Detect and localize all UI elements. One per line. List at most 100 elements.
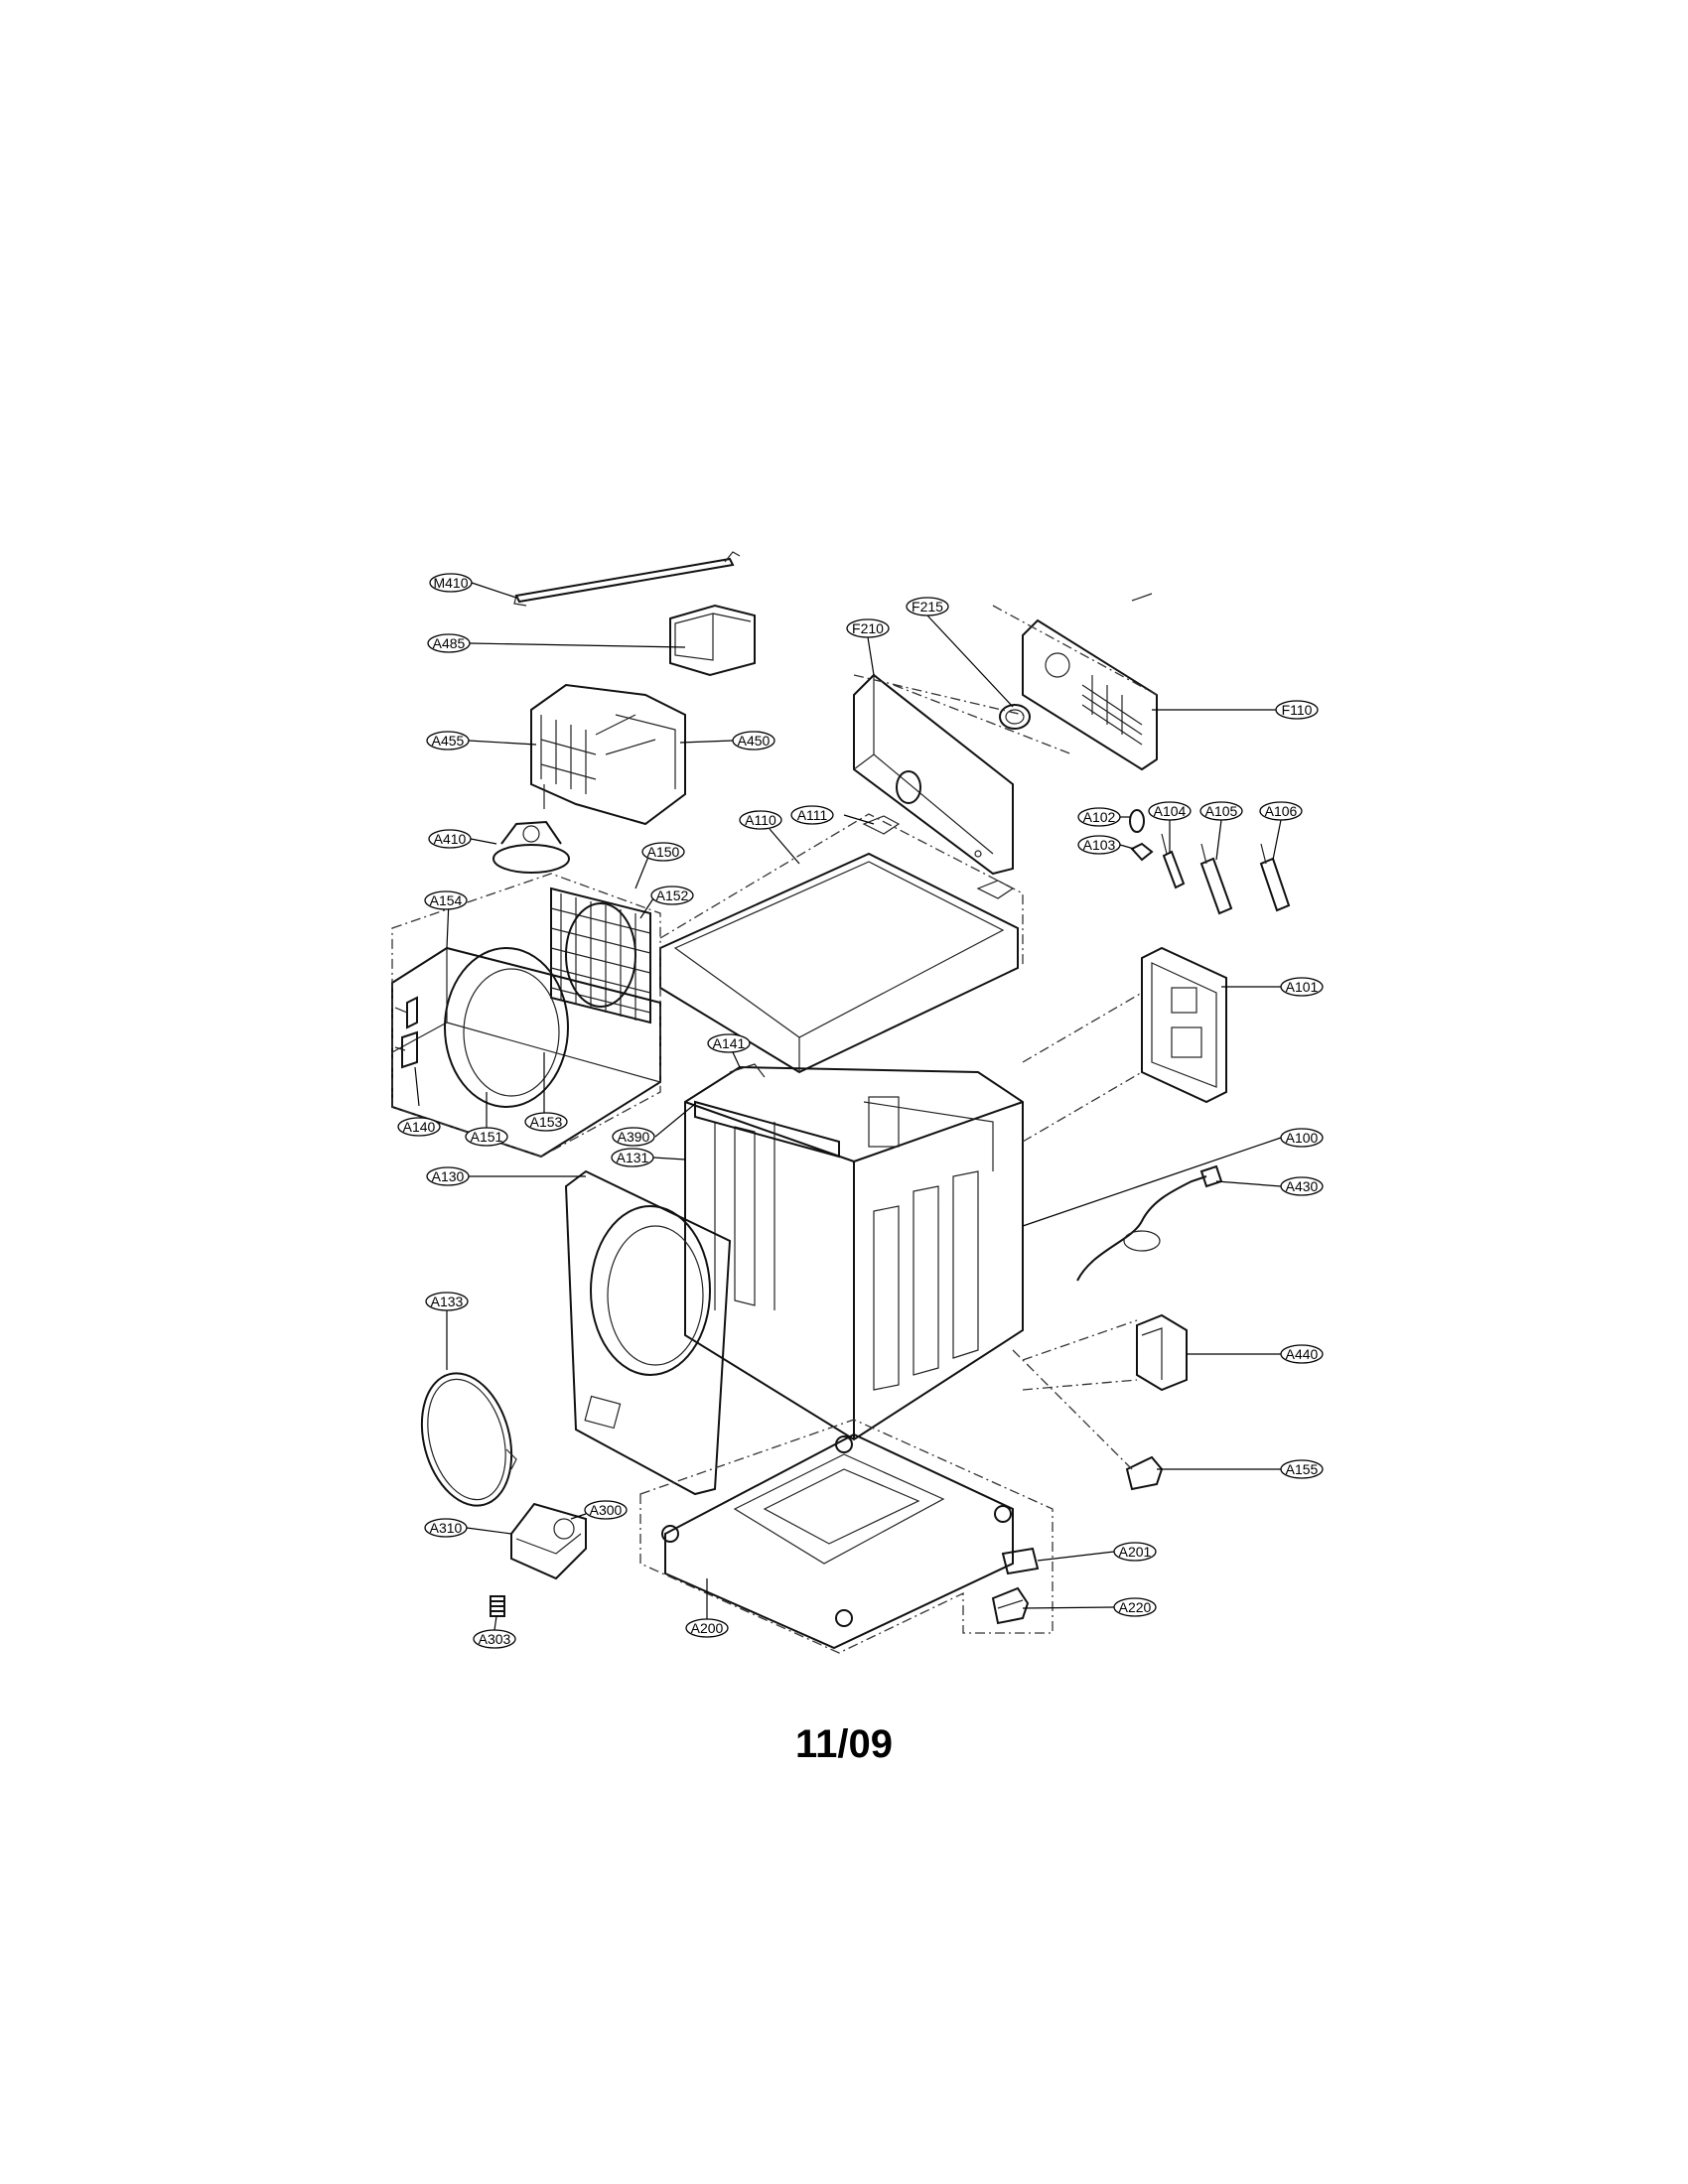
callout-a153: A153	[524, 1112, 568, 1132]
callout-label: A153	[530, 1114, 563, 1130]
callout-a102: A102	[1077, 807, 1121, 827]
part-a102-a106-small	[1129, 809, 1291, 915]
callout-label: A100	[1286, 1130, 1319, 1146]
callout-a430: A430	[1280, 1176, 1324, 1196]
callout-f110: F110	[1275, 700, 1319, 720]
part-a201-a220-feet	[991, 1547, 1040, 1625]
callout-a103: A103	[1077, 835, 1121, 855]
callout-label: A450	[738, 733, 771, 749]
callout-label: A150	[647, 844, 680, 860]
callout-label: A133	[431, 1294, 464, 1309]
callout-label: F215	[912, 599, 943, 614]
callout-a151: A151	[465, 1127, 508, 1147]
part-a300-box	[510, 1502, 587, 1580]
part-a101-panel	[1141, 946, 1227, 1104]
callout-a455: A455	[426, 731, 470, 751]
part-f210-control-panel	[853, 673, 1014, 876]
callout-a310: A310	[424, 1518, 468, 1538]
callout-label: A101	[1286, 979, 1319, 995]
part-a485-pcb	[669, 604, 756, 677]
callout-a111: A111	[790, 805, 834, 825]
callout-a220: A220	[1113, 1597, 1157, 1617]
part-a455-a450-housing	[530, 683, 686, 826]
part-m410-bracket	[513, 551, 741, 607]
callout-label: A110	[745, 812, 776, 828]
callout-label: A220	[1119, 1599, 1152, 1615]
part-a111-brackets	[862, 815, 1015, 899]
callout-a390: A390	[612, 1127, 655, 1147]
callout-label: A140	[403, 1119, 436, 1135]
callout-label: A103	[1083, 837, 1116, 853]
callout-label: F110	[1282, 702, 1313, 718]
callout-label: A200	[691, 1620, 724, 1636]
callout-a200: A200	[685, 1618, 729, 1638]
callout-a201: A201	[1113, 1542, 1157, 1562]
callout-label: A155	[1286, 1461, 1319, 1477]
callout-a450: A450	[732, 731, 775, 751]
callout-a104: A104	[1148, 801, 1192, 821]
callout-a141: A141	[707, 1033, 751, 1053]
callout-a100: A100	[1280, 1128, 1324, 1148]
callout-label: A410	[434, 831, 467, 847]
callout-label: A130	[432, 1168, 465, 1184]
part-a440-filter	[1136, 1313, 1188, 1392]
callout-label: A105	[1205, 803, 1238, 819]
callout-a485: A485	[427, 633, 471, 653]
part-a430-cord	[1076, 1164, 1223, 1282]
callout-a101: A101	[1280, 977, 1324, 997]
callout-a300: A300	[584, 1500, 628, 1520]
callout-label: A131	[617, 1150, 649, 1165]
callout-a150: A150	[641, 842, 685, 862]
callout-label: A152	[656, 887, 689, 903]
callout-label: A106	[1265, 803, 1298, 819]
callout-leaders	[414, 582, 1282, 1631]
callout-label: F210	[852, 620, 884, 636]
part-a200-base	[661, 1433, 1014, 1650]
callout-a155: A155	[1280, 1459, 1324, 1479]
callout-a105: A105	[1199, 801, 1243, 821]
page-date-code: 11/09	[795, 1722, 893, 1766]
callout-f210: F210	[846, 618, 890, 638]
callout-label: A430	[1286, 1178, 1319, 1194]
callout-label: A154	[430, 892, 463, 908]
callout-f215: F215	[906, 597, 949, 616]
callout-a410: A410	[428, 829, 472, 849]
callout-label: A141	[713, 1035, 746, 1051]
part-a133-ring	[420, 1372, 517, 1507]
callout-a303: A303	[473, 1629, 516, 1649]
part-a390-rail	[694, 1063, 840, 1159]
callout-a440: A440	[1280, 1344, 1324, 1364]
callout-a154: A154	[424, 890, 468, 910]
callout-a106: A106	[1259, 801, 1303, 821]
callout-label: M410	[433, 575, 468, 591]
part-a140-hinges	[394, 996, 418, 1069]
callout-label: A310	[430, 1520, 463, 1536]
part-f110-pcb	[1022, 593, 1158, 771]
part-a155-plug	[1125, 1455, 1164, 1491]
callout-a133: A133	[425, 1292, 469, 1311]
callout-label: A102	[1083, 809, 1116, 825]
callout-label: A455	[432, 733, 465, 749]
callout-label: A151	[471, 1129, 503, 1145]
callout-a131: A131	[611, 1148, 654, 1167]
callout-label: A300	[590, 1502, 623, 1518]
callout-label: A440	[1286, 1346, 1319, 1362]
callout-a140: A140	[397, 1117, 441, 1137]
callout-m410: M410	[429, 573, 473, 593]
callout-label: A303	[479, 1631, 511, 1647]
callout-label: A111	[797, 807, 828, 823]
part-a130-front-panel	[564, 1169, 732, 1496]
callout-a130: A130	[426, 1166, 470, 1186]
callout-a152: A152	[650, 886, 694, 905]
callout-a110: A110	[739, 810, 782, 830]
part-f215-knob	[999, 704, 1031, 730]
callout-label: A390	[618, 1129, 650, 1145]
callout-label: A485	[433, 635, 466, 651]
part-a100-cabinet	[684, 1065, 1024, 1441]
callout-label: A104	[1154, 803, 1187, 819]
part-a150-door-frame	[550, 887, 651, 1024]
part-a303-screw	[490, 1595, 505, 1617]
part-a410-pump	[492, 784, 570, 874]
callout-label: A201	[1119, 1544, 1152, 1560]
